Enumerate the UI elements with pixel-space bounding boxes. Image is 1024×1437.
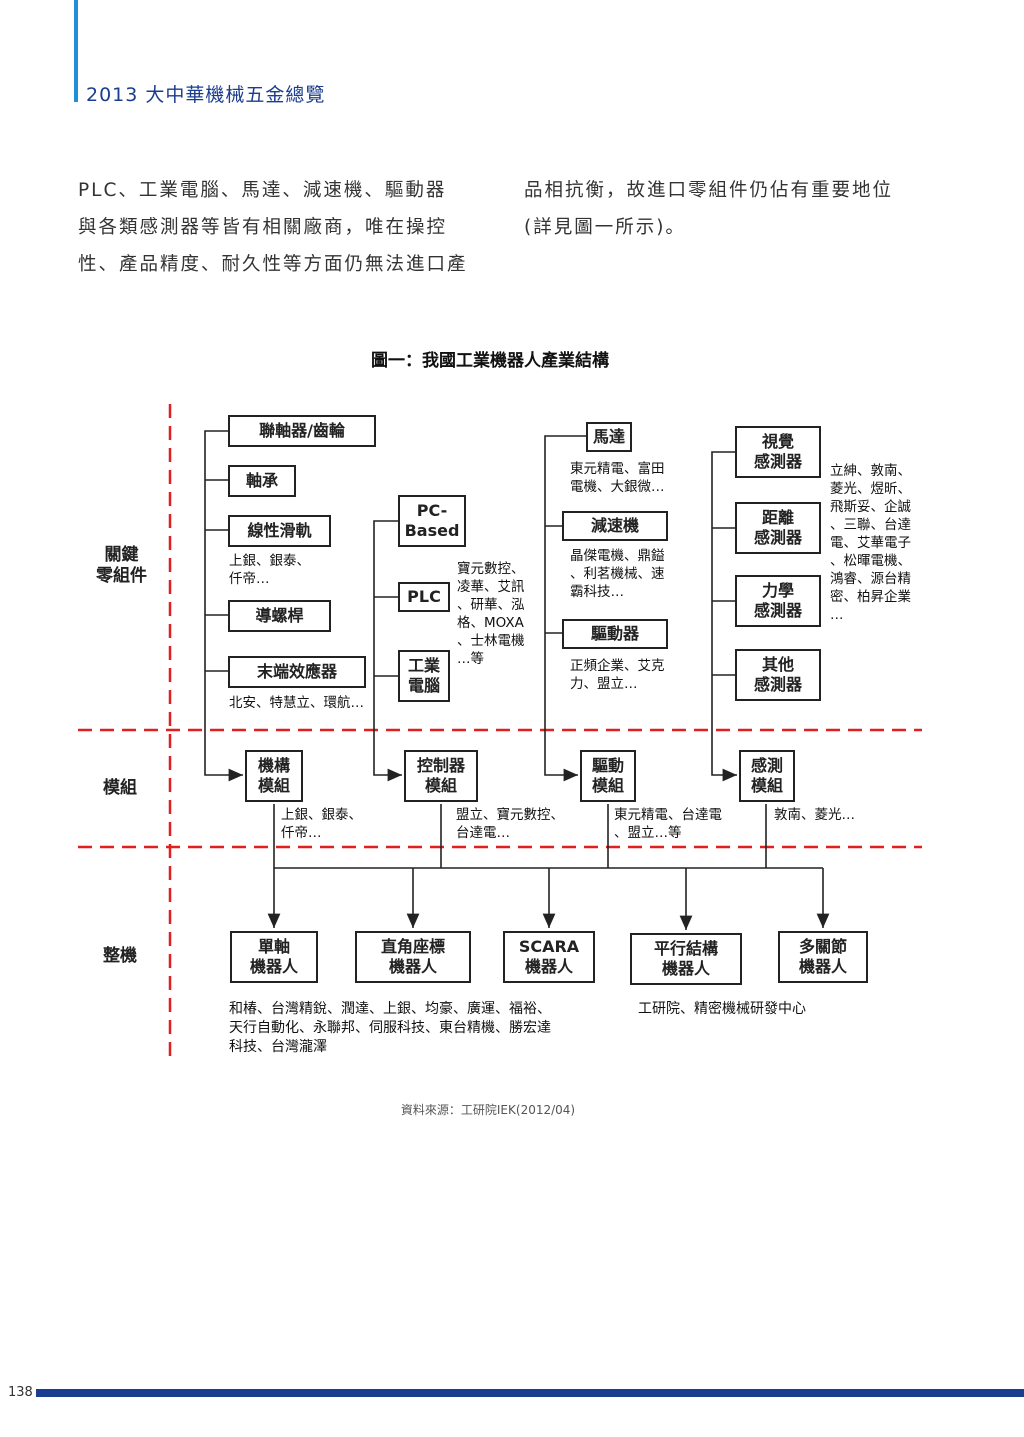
box-other-sensor: 其他 感測器 (735, 649, 821, 701)
box-bearing: 軸承 (228, 465, 296, 497)
row-label-key-components: 關鍵 零組件 (96, 545, 147, 586)
figure-title: 圖一：我國工業機器人產業結構 (371, 351, 609, 371)
page-number: 138 (8, 1385, 33, 1400)
box-linear-rail: 線性滑軌 (228, 515, 331, 547)
label-robot-makers-left: 和椿、台灣精銳、潤達、上銀、均豪、廣運、福裕、 天行自動化、永聯邦、伺服科技、東… (229, 1001, 551, 1055)
box-driver: 驅動器 (562, 619, 668, 649)
box-end-effector: 末端效應器 (228, 656, 366, 688)
box-sensor-module: 感測 模組 (739, 750, 795, 802)
label-effector-makers: 北安、特慧立、環航… (229, 695, 364, 711)
box-vision-sensor: 視覺 感測器 (735, 426, 821, 478)
box-multi-joint-robot: 多關節 機器人 (778, 931, 868, 983)
running-header: 2013 大中華機械五金總覽 (86, 84, 326, 106)
box-single-axis-robot: 單軸 機器人 (230, 931, 318, 983)
box-controller-module: 控制器 模組 (404, 750, 478, 802)
row-label-modules: 模組 (103, 778, 137, 798)
footer-bar (36, 1389, 1024, 1397)
body-column-right: 品相抗衡，故進口零組件仍佔有重要地位 (詳見圖一所示)。 (524, 172, 944, 246)
box-coupling-gear: 聯軸器/齒輪 (228, 415, 376, 447)
box-plc: PLC (398, 582, 450, 612)
box-pc-based: PC- Based (398, 495, 466, 547)
label-robot-makers-right: 工研院、精密機械研發中心 (638, 1001, 806, 1017)
row-label-complete: 整機 (103, 946, 137, 966)
body-line: PLC、工業電腦、馬達、減速機、驅動器 (78, 180, 447, 201)
label-sensor-module-makers: 敦南、菱光… (774, 807, 855, 823)
label-controller-makers: 寶元數控、 凌華、艾訊 、研華、泓 格、MOXA 、士林電機 …等 (457, 561, 525, 667)
label-reducer-makers: 晶傑電機、鼎鎰 、利茗機械、速 霸科技… (570, 548, 665, 600)
header-accent-bar (74, 0, 78, 102)
label-sensor-makers: 立紳、敦南、 菱光、煜昕、 飛斯妥、企誠 、三聯、台達 電、艾華電子 、松暉電機… (830, 463, 911, 623)
label-rail-makers: 上銀、銀泰、 仟帝… (229, 553, 310, 587)
box-ball-screw: 導螺桿 (228, 600, 331, 632)
box-drive-module: 驅動 模組 (580, 750, 636, 802)
box-force-sensor: 力學 感測器 (735, 575, 821, 627)
body-line: 與各類感測器等皆有相關廠商，唯在操控 (78, 217, 448, 238)
label-mechanism-module-makers: 上銀、銀泰、 仟帝… (281, 807, 362, 841)
box-mechanism-module: 機構 模組 (245, 750, 303, 802)
label-motor-makers: 東元精電、富田 電機、大銀微… (570, 461, 665, 495)
box-industrial-pc: 工業 電腦 (398, 650, 450, 702)
body-line: 性、產品精度、耐久性等方面仍無法進口產 (78, 254, 468, 275)
box-parallel-robot: 平行結構 機器人 (630, 933, 742, 985)
box-distance-sensor: 距離 感測器 (735, 502, 821, 554)
label-controller-module-makers: 盟立、寶元數控、 台達電… (456, 807, 564, 841)
body-column-left: PLC、工業電腦、馬達、減速機、驅動器 與各類感測器等皆有相關廠商，唯在操控 性… (78, 172, 488, 283)
box-motor: 馬達 (586, 422, 632, 452)
box-scara-robot: SCARA 機器人 (503, 931, 595, 983)
figure-source: 資料來源：工研院IEK(2012/04) (400, 1103, 576, 1117)
label-drive-module-makers: 東元精電、台達電 、盟立…等 (614, 807, 722, 841)
box-cartesian-robot: 直角座標 機器人 (355, 931, 471, 983)
body-line: 品相抗衡，故進口零組件仍佔有重要地位 (524, 180, 894, 201)
box-reducer: 減速機 (562, 511, 668, 541)
body-line: (詳見圖一所示)。 (524, 217, 686, 238)
label-driver-makers: 正頻企業、艾克 力、盟立… (570, 658, 665, 692)
